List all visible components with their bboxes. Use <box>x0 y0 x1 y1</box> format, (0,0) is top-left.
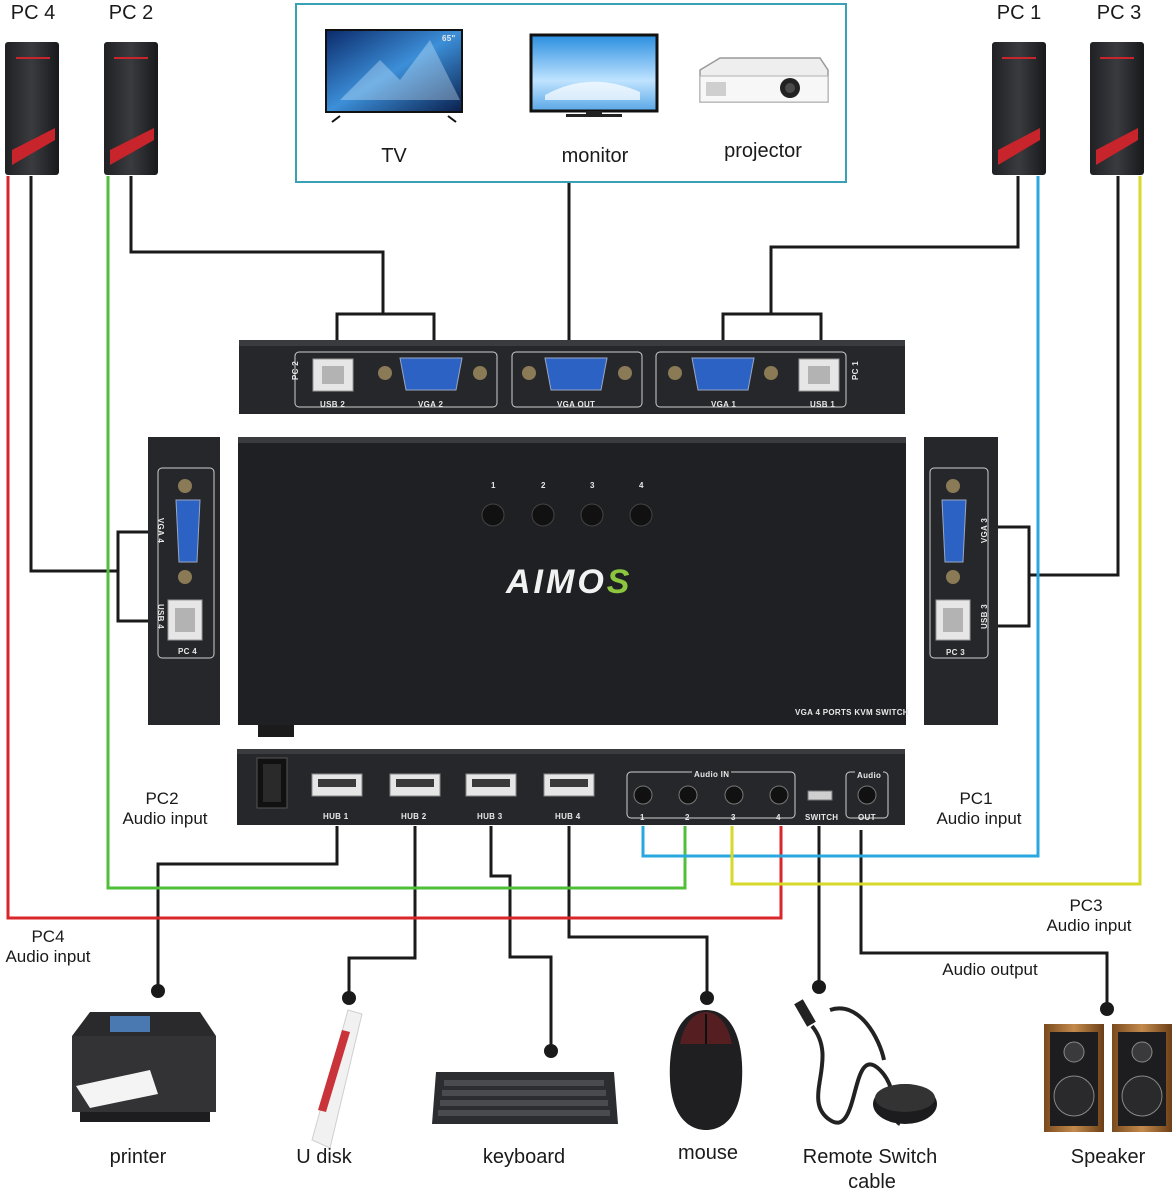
speaker-icon <box>1044 1024 1172 1132</box>
usb2-label: USB 2 <box>320 400 346 409</box>
speaker-label: Speaker <box>1070 1146 1146 1168</box>
usb1-label: USB 1 <box>810 400 836 409</box>
switch-port-label: SWITCH <box>805 813 839 822</box>
pc3-tower-icon <box>1090 42 1144 175</box>
model-label: VGA 4 PORTS KVM SWITCH <box>795 708 909 717</box>
hub3-label: HUB 3 <box>477 812 503 821</box>
hub2-label: HUB 2 <box>401 812 427 821</box>
pc4-label: PC 4 <box>10 2 56 24</box>
pc2-audio-annotation-sub: Audio input <box>122 809 208 828</box>
hub4-label: HUB 4 <box>555 812 581 821</box>
pc3-label: PC 3 <box>1096 2 1142 24</box>
keyboard-label: keyboard <box>482 1146 566 1168</box>
audio-in-4-label: 4 <box>776 813 781 822</box>
audio-output-annotation: Audio output <box>942 960 1038 979</box>
monitor-icon <box>529 33 659 117</box>
usb4-label: USB 4 <box>156 603 166 630</box>
pc2-tower-icon <box>104 42 158 175</box>
left-side-panel <box>148 437 220 725</box>
top-rear-panel <box>239 340 905 414</box>
pc3-audio-annotation-sub: Audio input <box>1046 916 1132 935</box>
display-frame <box>295 3 847 183</box>
pc4-audio-annotation-sub: Audio input <box>5 947 91 966</box>
top-port-pc1-label: PC 1 <box>851 361 860 380</box>
remote-switch-label-line2: cable <box>848 1171 896 1193</box>
pc1-label: PC 1 <box>996 2 1042 24</box>
vga4-label: VGA 4 <box>156 517 166 544</box>
mouse-label: mouse <box>677 1142 739 1164</box>
audio-in-2-label: 2 <box>685 813 690 822</box>
right-pc3-label: PC 3 <box>946 648 965 657</box>
vga1-label: VGA 1 <box>711 400 737 409</box>
pc4-tower-icon <box>5 42 59 175</box>
pc2-audio-annotation-title: PC2 <box>145 789 179 808</box>
projector-label: projector <box>724 140 802 162</box>
left-pc4-label: PC 4 <box>178 647 197 656</box>
audio-in-3-label: 3 <box>731 813 736 822</box>
printer-icon <box>72 1012 216 1122</box>
printer-label: printer <box>109 1146 167 1168</box>
mouse-icon <box>669 1010 743 1130</box>
pc3-audio-annotation-title: PC3 <box>1069 896 1103 915</box>
vga2-label: VGA 2 <box>418 400 444 409</box>
projector-icon <box>699 57 829 103</box>
vga-usb-cables <box>29 176 1120 1047</box>
vga3-label: VGA 3 <box>980 517 990 544</box>
right-side-panel <box>924 437 998 725</box>
vga-out-label: VGA OUT <box>557 400 596 409</box>
udisk-icon <box>311 1009 363 1149</box>
top-port-pc2-label: PC 2 <box>291 361 300 380</box>
kvm-switch-body <box>238 437 906 737</box>
brand-logo: AIMOS <box>506 563 633 601</box>
remote-switch-label: Remote Switch <box>802 1146 938 1168</box>
remote-switch-cable-icon <box>794 999 937 1126</box>
pc4-audio-annotation-title: PC4 <box>31 927 65 946</box>
button-1-label: 1 <box>491 481 496 490</box>
bottom-front-panel <box>237 749 905 825</box>
udisk-label: U disk <box>296 1146 352 1168</box>
usb3-label: USB 3 <box>980 603 990 630</box>
keyboard-icon <box>432 1072 618 1124</box>
audio-out-label: OUT <box>858 813 876 822</box>
pc1-audio-annotation-sub: Audio input <box>936 809 1022 828</box>
button-3-label: 3 <box>590 481 595 490</box>
pc2-label: PC 2 <box>108 2 154 24</box>
hub1-label: HUB 1 <box>323 812 349 821</box>
tv-size-label: 65" <box>442 34 456 43</box>
pc1-audio-cable <box>641 176 1040 858</box>
audio-out-top-label: Audio <box>855 771 884 780</box>
button-2-label: 2 <box>541 481 546 490</box>
pc1-audio-annotation-title: PC1 <box>959 789 993 808</box>
tv-label: TV <box>381 145 407 167</box>
pc1-tower-icon <box>992 42 1046 175</box>
button-4-label: 4 <box>639 481 644 490</box>
pc3-audio-cable <box>730 176 1142 886</box>
audio-in-1-label: 1 <box>640 813 645 822</box>
audio-in-label: Audio IN <box>692 770 732 779</box>
monitor-label: monitor <box>561 145 629 167</box>
pc4-audio-cable <box>6 176 783 920</box>
cable-end-dots <box>151 980 1114 1058</box>
tv-icon <box>325 29 463 123</box>
